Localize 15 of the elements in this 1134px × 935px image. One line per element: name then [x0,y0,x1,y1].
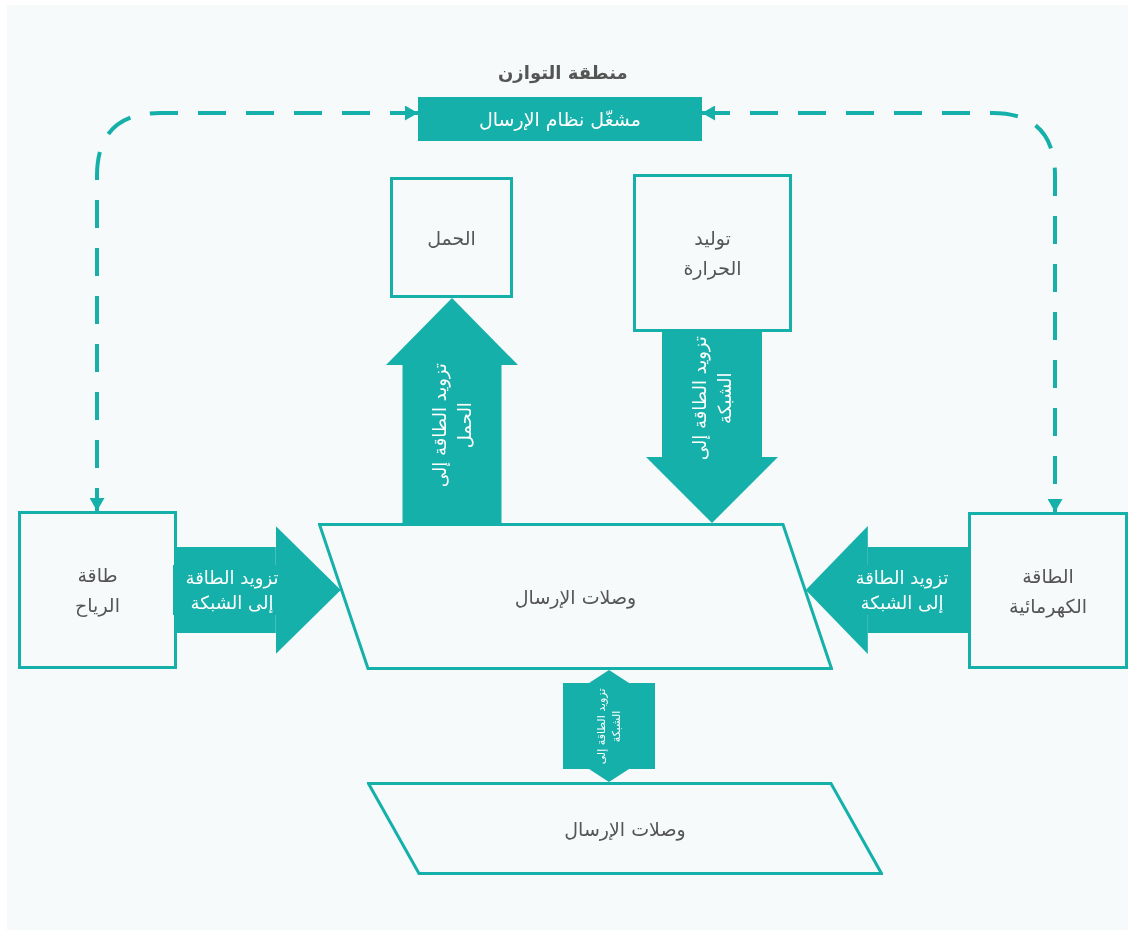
dashed-arrow [89,105,418,511]
block-arrow [563,670,655,782]
process-box: توليد الحرارة [633,174,792,332]
block-arrow [177,526,341,654]
dashed-arrow [702,105,1063,512]
box-label: وصلات الإرسال [564,816,686,843]
process-box: طاقة الرياح [18,511,177,669]
box-label: وصلات الإرسال [514,584,637,611]
title: منطقة التوازن [498,61,628,83]
block-arrow [646,332,778,523]
process-box: الطاقة الكهرمائية [968,512,1128,669]
header-box: مشغّل نظام الإرسال [418,97,702,141]
process-box: الحمل [390,177,513,298]
block-arrow [805,526,968,654]
block-arrow [386,298,518,523]
